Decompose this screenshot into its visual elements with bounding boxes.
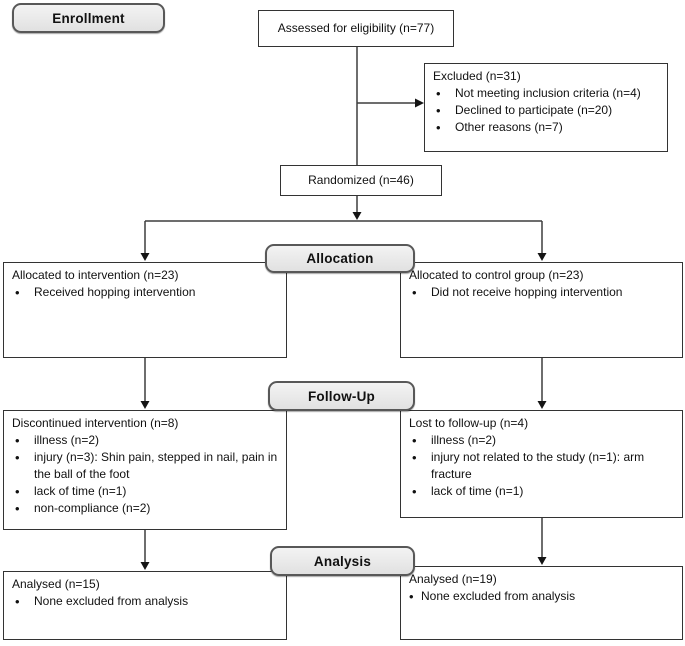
stage-label-followup: Follow-Up xyxy=(268,381,415,411)
stage-label-text: Allocation xyxy=(306,251,374,266)
arrowhead-fu-left xyxy=(140,401,150,409)
box-title: Analysed (n=19) xyxy=(409,572,497,586)
arrowhead-an-right xyxy=(537,557,547,565)
box-assessed-eligibility: Assessed for eligibility (n=77) xyxy=(258,10,454,47)
arrowhead-excluded xyxy=(415,98,424,108)
arrowhead-alloc-left xyxy=(140,253,150,261)
bullet-list: illness (n=2) injury (n=3): Shin pain, s… xyxy=(4,432,286,517)
bullet-item: lack of time (n=1) xyxy=(4,483,286,500)
bullet-list: Not meeting inclusion criteria (n=4) Dec… xyxy=(425,85,667,136)
arrowhead-fu-right xyxy=(537,401,547,409)
bullet-item: injury not related to the study (n=1): a… xyxy=(401,449,682,483)
box-allocated-intervention: Allocated to intervention (n=23) Receive… xyxy=(3,262,287,358)
box-randomized: Randomized (n=46) xyxy=(280,165,442,196)
bullet-item: injury (n=3): Shin pain, stepped in nail… xyxy=(4,449,286,483)
box-analysed-intervention: Analysed (n=15) None excluded from analy… xyxy=(3,571,287,640)
bullet-item: illness (n=2) xyxy=(401,432,682,449)
box-title: Discontinued intervention (n=8) xyxy=(12,416,179,430)
stage-label-analysis: Analysis xyxy=(270,546,415,576)
stage-label-allocation: Allocation xyxy=(265,244,415,273)
box-analysed-control: Analysed (n=19) None excluded from analy… xyxy=(400,566,683,640)
bullet-item: None excluded from analysis xyxy=(4,593,286,610)
bullet-item: Received hopping intervention xyxy=(4,284,286,301)
box-title: Analysed (n=15) xyxy=(12,577,100,591)
box-title: Assessed for eligibility (n=77) xyxy=(277,21,435,35)
box-lost-to-followup: Lost to follow-up (n=4) illness (n=2) in… xyxy=(400,410,683,518)
bullet-item: Declined to participate (n=20) xyxy=(425,102,667,119)
stage-label-enrollment: Enrollment xyxy=(12,3,165,33)
bullet-item: Not meeting inclusion criteria (n=4) xyxy=(425,85,667,102)
arrowhead-an-left xyxy=(140,562,150,570)
bullet-item: non-compliance (n=2) xyxy=(4,500,286,517)
bullet-list: illness (n=2) injury not related to the … xyxy=(401,432,682,500)
bullet-list: Received hopping intervention xyxy=(4,284,286,301)
stage-label-text: Follow-Up xyxy=(307,388,376,404)
box-discontinued-intervention: Discontinued intervention (n=8) illness … xyxy=(3,410,287,530)
bullet-item: None excluded from analysis xyxy=(401,588,682,605)
bullet-list: Did not receive hopping intervention xyxy=(401,284,682,301)
box-title: Excluded (n=31) xyxy=(433,69,521,83)
box-allocated-control: Allocated to control group (n=23) Did no… xyxy=(400,262,683,358)
box-title: Randomized (n=46) xyxy=(308,173,414,187)
arrowhead-alloc-right xyxy=(537,253,547,261)
bullet-list: None excluded from analysis xyxy=(401,588,682,605)
box-excluded: Excluded (n=31) Not meeting inclusion cr… xyxy=(424,63,668,152)
bullet-item: Other reasons (n=7) xyxy=(425,119,667,136)
bullet-item: Did not receive hopping intervention xyxy=(401,284,682,301)
bullet-item: lack of time (n=1) xyxy=(401,483,682,500)
stage-label-text: Analysis xyxy=(313,553,372,569)
box-title: Lost to follow-up (n=4) xyxy=(409,416,529,430)
bullet-list: None excluded from analysis xyxy=(4,593,286,610)
bullet-item: illness (n=2) xyxy=(4,432,286,449)
box-title: Allocated to intervention (n=23) xyxy=(12,268,179,282)
stage-label-text: Enrollment xyxy=(52,10,125,26)
arrowhead-split xyxy=(352,212,362,220)
box-title: Allocated to control group (n=23) xyxy=(409,268,584,282)
